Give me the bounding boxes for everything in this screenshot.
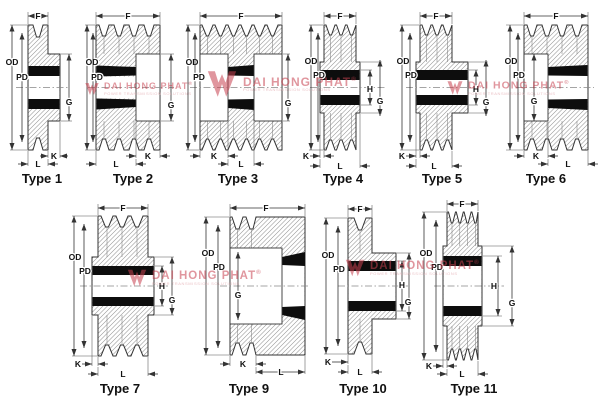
dim-label-h: H	[367, 84, 373, 94]
dim-label-l: L	[35, 159, 40, 169]
dim-label-f: F	[35, 11, 40, 21]
dim-label-l: L	[278, 367, 283, 377]
figure-type-6: F OD PD G K L Type 6	[492, 4, 600, 186]
type-2-caption: Type 2	[112, 171, 154, 186]
dim-label-g: G	[285, 98, 292, 108]
dim-label-f: F	[120, 203, 125, 213]
dim-label-g: G	[235, 290, 242, 300]
dim-label-pd: PD	[513, 70, 525, 80]
figure-type-9: F OD PD G K L Type 9	[186, 198, 312, 396]
type-11-caption: Type 11	[450, 381, 498, 396]
dim-label-f: F	[337, 11, 342, 21]
dim-label-l: L	[120, 369, 125, 379]
dim-label-g: G	[509, 298, 516, 308]
dim-label-od: OD	[86, 57, 99, 67]
dim-label-pd: PD	[431, 262, 443, 272]
pulley-drawing-type-2: F OD PD G K L	[84, 10, 176, 170]
pulley-drawing-type-11: F OD PD H G K L	[418, 198, 517, 380]
dim-label-pd: PD	[213, 262, 225, 272]
dim-label-l: L	[459, 369, 464, 379]
pulley-drawing-type-6: F OD PD G K L	[503, 10, 598, 170]
dim-label-g: G	[483, 97, 490, 107]
dim-label-l: L	[238, 159, 243, 169]
figure-type-10: F OD PD H G K L Type 10	[314, 198, 412, 396]
dim-label-f: F	[263, 203, 268, 213]
dim-label-l: L	[357, 367, 362, 377]
dim-label-g: G	[377, 96, 384, 106]
dim-label-k: K	[325, 357, 332, 367]
dim-label-g: G	[66, 97, 73, 107]
dim-label-k: K	[303, 151, 310, 161]
dim-label-od: OD	[69, 252, 82, 262]
dim-label-od: OD	[420, 248, 433, 258]
dim-label-pd: PD	[313, 70, 325, 80]
dim-label-od: OD	[202, 248, 215, 258]
dim-label-f: F	[433, 11, 438, 21]
type-5-caption: Type 5	[421, 171, 463, 186]
dim-label-h: H	[399, 280, 405, 290]
dim-label-f: F	[459, 199, 464, 209]
dim-label-od: OD	[322, 250, 335, 260]
dim-label-h: H	[491, 281, 497, 291]
dim-label-pd: PD	[333, 264, 345, 274]
dim-label-k: K	[240, 359, 247, 369]
dim-label-l: L	[565, 159, 570, 169]
figure-type-5: F OD PD H G K L Type 5	[392, 4, 492, 186]
type-9-caption: Type 9	[228, 381, 270, 396]
type-1-caption: Type 1	[21, 171, 63, 186]
dim-label-od: OD	[305, 56, 318, 66]
type-4-caption: Type 4	[322, 171, 364, 186]
dim-label-od: OD	[186, 57, 199, 67]
dim-label-k: K	[145, 151, 152, 161]
figure-type-4: F OD PD H G K L Type 4	[294, 4, 392, 186]
dim-label-g: G	[405, 297, 412, 307]
dim-label-g: G	[168, 100, 175, 110]
figure-type-7: F OD PD H G K L Type 7	[58, 198, 182, 396]
pulley-drawing-type-5: F OD PD H G K L	[395, 10, 491, 170]
dim-label-k: K	[533, 151, 540, 161]
dim-label-k: K	[426, 361, 433, 371]
pulley-drawing-type-10: F OD PD H G K L	[320, 203, 412, 379]
dim-label-l: L	[337, 161, 342, 170]
dim-label-f: F	[553, 11, 558, 21]
dim-label-k: K	[51, 151, 58, 161]
dim-label-pd: PD	[193, 72, 205, 82]
dim-label-pd: PD	[79, 266, 91, 276]
dim-label-pd: PD	[16, 72, 28, 82]
dim-label-g: G	[531, 96, 538, 106]
pulley-drawing-type-3: F OD PD G K L	[184, 10, 292, 170]
dim-label-f: F	[125, 11, 130, 21]
dim-label-l: L	[431, 161, 436, 170]
figure-type-3: F OD PD G K L Type 3	[184, 4, 292, 186]
type-3-caption: Type 3	[217, 171, 259, 186]
dim-label-l: L	[113, 159, 118, 169]
pulley-drawing-type-4: F OD PD H G K L	[302, 10, 386, 170]
figure-type-11: F OD PD H G K L Type 11	[414, 198, 534, 396]
type-6-caption: Type 6	[525, 171, 567, 186]
figure-type-2: F OD PD G K L Type 2	[84, 4, 182, 186]
dim-label-pd: PD	[91, 72, 103, 82]
dim-label-od: OD	[6, 57, 19, 67]
dim-label-od: OD	[397, 56, 410, 66]
dim-label-od: OD	[505, 56, 518, 66]
type-7-caption: Type 7	[99, 381, 141, 396]
pulley-drawing-type-1: F OD PD G K L	[4, 10, 74, 170]
dim-label-h: H	[159, 281, 165, 291]
type-10-caption: Type 10	[339, 381, 387, 396]
dim-label-k: K	[399, 151, 406, 161]
dim-label-k: K	[211, 151, 218, 161]
dim-label-pd: PD	[405, 70, 417, 80]
figure-type-1: F OD PD G K L Type 1	[2, 4, 82, 186]
dim-label-h: H	[473, 84, 479, 94]
dim-label-f: F	[238, 11, 243, 21]
dim-label-k: K	[75, 359, 82, 369]
dim-label-g: G	[169, 295, 176, 305]
dim-label-f: F	[357, 204, 362, 214]
pulley-drawing-type-9: F OD PD G K L	[200, 202, 310, 378]
pulley-drawing-type-7: F OD PD H G K L	[67, 202, 177, 380]
